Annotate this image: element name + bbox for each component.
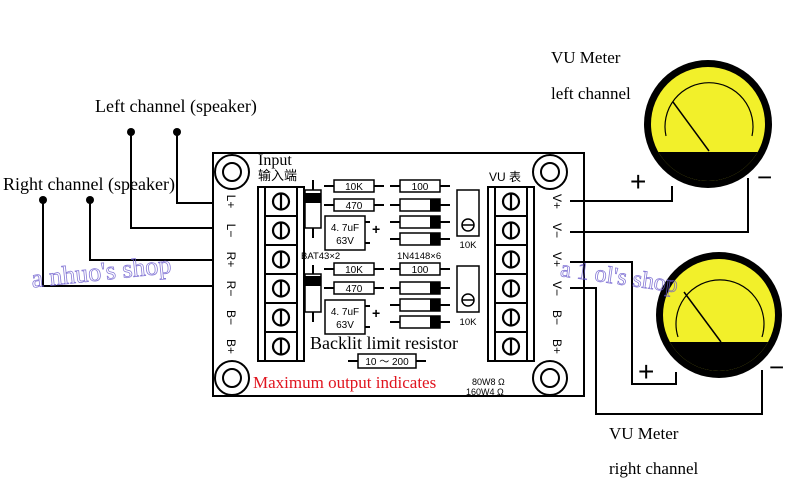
left-channel-terminal-1: [127, 128, 135, 136]
schottky-diode-bottom: [304, 265, 322, 322]
output-terminal-screw: [501, 279, 521, 298]
input-terminal-screw: [271, 308, 291, 327]
input-terminal-screw: [271, 279, 291, 298]
resistor-100-bottom: 100: [390, 262, 450, 276]
mounting-hole-top-right: [532, 154, 568, 190]
vu-meter-left-needle: [672, 101, 710, 152]
input-terminal-screw: [271, 337, 291, 356]
output-terminal-screw: [501, 250, 521, 269]
output-terminal-pin-label: V−: [550, 281, 564, 296]
diode-1n4148-bottom: [390, 298, 450, 312]
right-channel-terminal-2: [86, 196, 94, 204]
power-rating-line2: 160W4 Ω: [466, 387, 504, 397]
output-terminal-pin-label: V+: [550, 252, 564, 267]
right-channel-terminal-1: [39, 196, 47, 204]
input-terminal-pin-label: L+: [224, 195, 238, 209]
input-label-cn: 输入端: [258, 168, 297, 183]
input-terminal-pin-label: R−: [224, 281, 238, 297]
input-label-en: Input: [258, 152, 292, 169]
vu-right-plus: +: [638, 356, 654, 387]
resistor-470-top-value: 470: [346, 201, 363, 212]
resistor-100-top-value: 100: [412, 182, 429, 193]
input-terminal-screw: [271, 221, 291, 240]
output-terminal-screw: [501, 337, 521, 356]
capacitor-bottom: 4. 7uF 63V +: [324, 299, 380, 335]
input-terminal-pin-label: B+: [224, 339, 238, 354]
vu-left-title: VU Meter: [551, 48, 621, 67]
trimpot-bottom-label: 10K: [460, 317, 478, 328]
max-output-label: Maximum output indicates: [253, 373, 436, 392]
resistor-10k-top: 10K: [324, 179, 384, 193]
mounting-hole-bottom-left: [214, 360, 250, 396]
vu-meter-right-needle: [683, 291, 722, 343]
vu-left-minus: −: [757, 162, 772, 192]
vu-meter-right: [656, 252, 782, 378]
diode-1n4148-top: [390, 215, 450, 229]
output-terminal-pin-label: V+: [550, 194, 564, 209]
capacitor-top-plus: +: [372, 221, 380, 237]
diode-1n4148-top: [390, 232, 450, 246]
right-channel-label: Right channel (speaker): [3, 174, 175, 195]
backlit-resistor-value: 10 ～ 200: [365, 357, 409, 368]
capacitor-top-voltage: 63V: [336, 236, 354, 247]
output-terminal-screw: [501, 308, 521, 327]
output-terminal-screw: [501, 221, 521, 240]
capacitor-bottom-voltage: 63V: [336, 320, 354, 331]
diode-label: 1N4148×6: [397, 251, 441, 262]
schottky-diode-top: [304, 180, 322, 238]
diode-1n4148-top: [390, 198, 450, 212]
diode-1n4148-bottom: [390, 315, 450, 329]
resistor-10k-top-value: 10K: [345, 182, 363, 193]
resistor-470-bottom-value: 470: [346, 284, 363, 295]
backlit-resistor: 10 ～ 200: [348, 353, 426, 369]
output-terminal-pin-label: B+: [550, 339, 564, 354]
vu-meter-left: [644, 60, 772, 188]
power-rating-line1: 80W8 Ω: [472, 377, 505, 387]
backlit-label: Backlit limit resistor: [310, 333, 458, 353]
mounting-hole-top-left: [214, 154, 250, 190]
resistor-100-bottom-value: 100: [412, 265, 429, 276]
capacitor-top-value: 4. 7uF: [331, 223, 359, 234]
vu-right-title: VU Meter: [609, 424, 679, 443]
left-channel-terminal-2: [173, 128, 181, 136]
vu-right-minus: −: [769, 352, 784, 382]
resistor-10k-bottom-value: 10K: [345, 265, 363, 276]
schottky-label: BAT43×2: [301, 251, 340, 262]
vu-left-subtitle: left channel: [551, 84, 631, 103]
input-terminal-screw: [271, 250, 291, 269]
input-terminal-screw: [271, 192, 291, 211]
output-terminal-block: V+ V− V+ V− B− B+: [487, 186, 564, 362]
vu-output-wires: [570, 178, 763, 415]
output-terminal-pin-label: V−: [550, 223, 564, 238]
mounting-hole-bottom-right: [532, 360, 568, 396]
resistor-100-top: 100: [390, 179, 450, 193]
left-channel-label: Left channel (speaker): [95, 96, 257, 117]
resistor-group-top: 10K 470: [324, 179, 384, 212]
output-terminal-screw: [501, 192, 521, 211]
trimpot-top: 10K: [456, 189, 480, 251]
input-terminal-block: L+ L− R+ R− B− B+: [224, 186, 305, 362]
resistor-470-bottom: 470: [324, 281, 384, 295]
resistor-10k-bottom: 10K: [324, 262, 384, 276]
trimpot-top-label: 10K: [460, 240, 478, 251]
vu-left-plus: +: [630, 166, 646, 197]
input-terminal-pin-label: L−: [224, 224, 238, 238]
capacitor-bottom-plus: +: [372, 305, 380, 321]
capacitor-top: 4. 7uF 63V +: [324, 215, 380, 251]
input-terminal-pin-label: B−: [224, 310, 238, 325]
vu-right-subtitle: right channel: [609, 459, 698, 478]
diode-1n4148-bottom: [390, 281, 450, 295]
input-terminal-pin-label: R+: [224, 252, 238, 268]
trimpot-bottom: 10K: [456, 265, 480, 328]
resistor-470-top: 470: [324, 198, 384, 212]
resistor-group-bottom: 10K 470: [324, 262, 384, 295]
output-terminal-pin-label: B−: [550, 310, 564, 325]
right-channel-wires: [42, 200, 230, 287]
capacitor-bottom-value: 4. 7uF: [331, 307, 359, 318]
signal-diode-group: 100 100: [390, 179, 450, 329]
vu-label-cn: VU 表: [489, 170, 521, 184]
